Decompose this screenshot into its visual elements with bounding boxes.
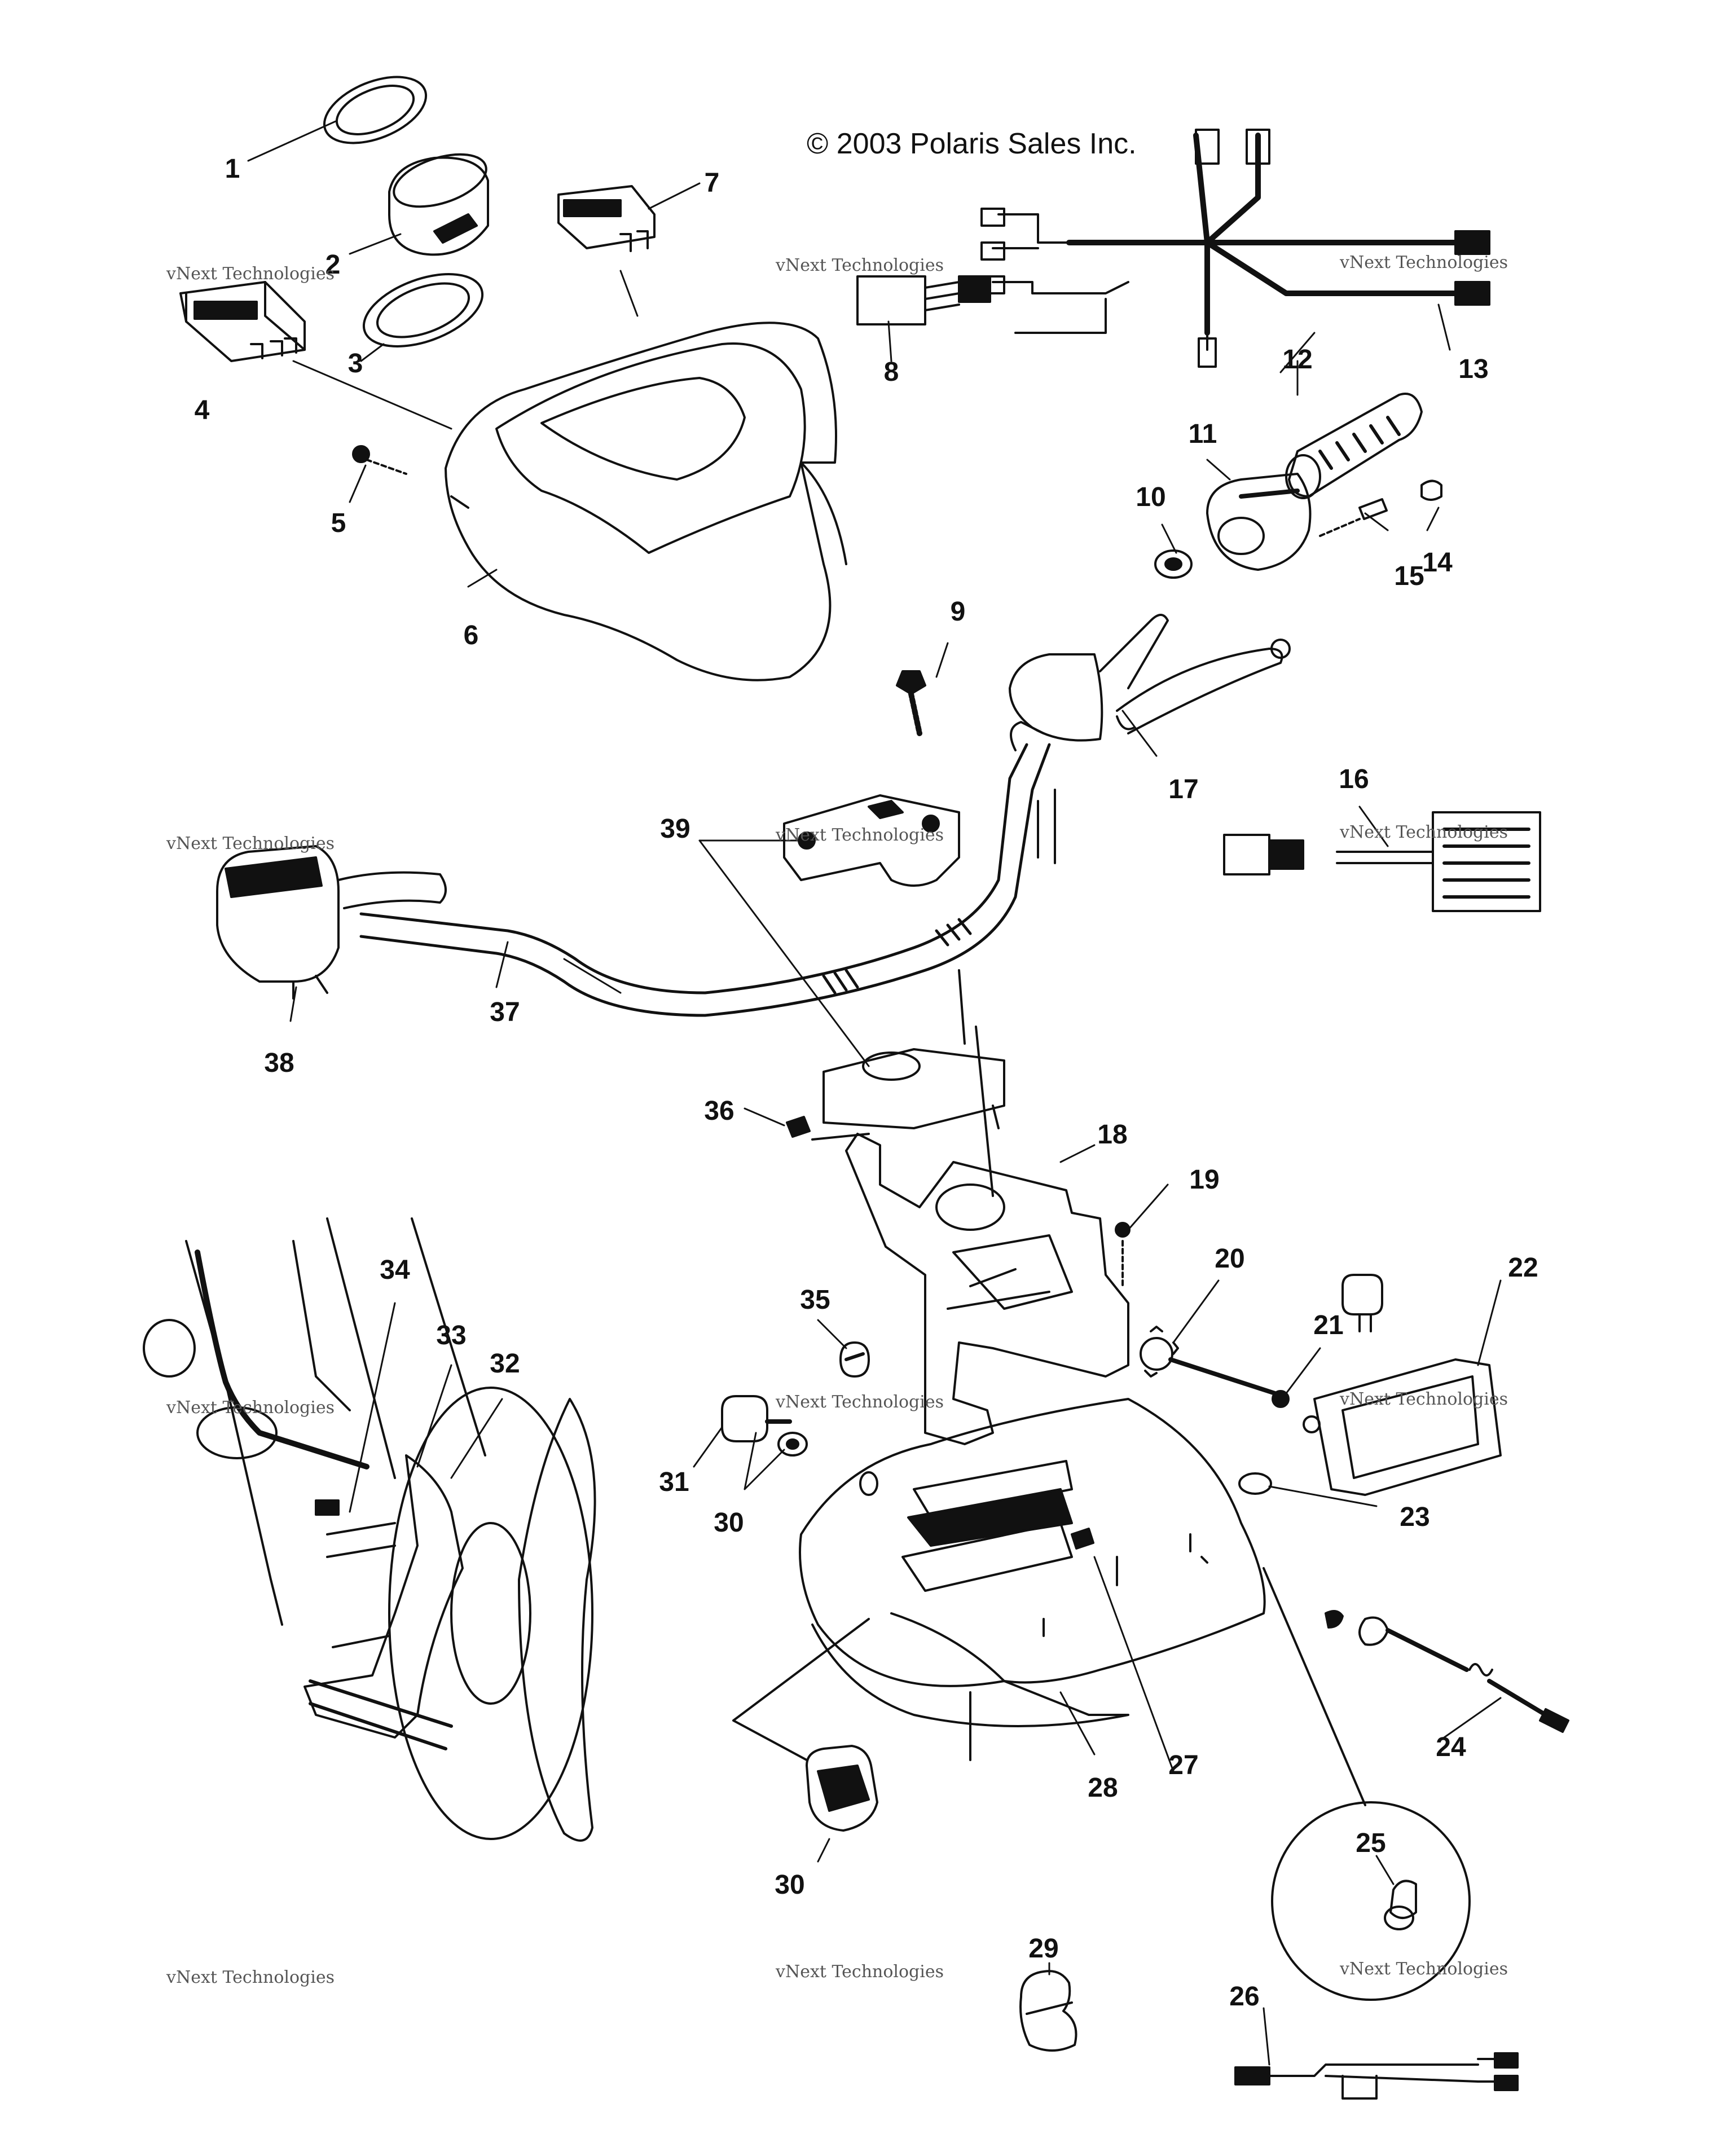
callout-6: 6: [463, 621, 479, 650]
part-adjuster-knob: [1140, 1326, 1277, 1396]
callout-13: 13: [1458, 354, 1489, 384]
part-switch-left: [179, 281, 306, 362]
callout-24: 24: [1436, 1732, 1466, 1762]
watermark: vNext Technologies: [166, 264, 335, 284]
watermark: vNext Technologies: [776, 256, 944, 275]
part-brake-lever: [1009, 614, 1291, 742]
callout-16: 16: [1339, 764, 1369, 794]
watermark: vNext Technologies: [1340, 253, 1508, 272]
callout-22: 22: [1508, 1253, 1538, 1283]
part-adjuster-screw: [1272, 1390, 1290, 1408]
callout-3: 3: [348, 349, 363, 379]
part-small-screw: [1319, 498, 1388, 537]
watermark: vNext Technologies: [776, 1962, 944, 1982]
part-handlebar: [359, 721, 1056, 1017]
callout-39: 39: [660, 814, 690, 844]
callout-20: 20: [1215, 1244, 1245, 1274]
watermark: vNext Technologies: [166, 834, 335, 853]
callout-32: 32: [490, 1349, 520, 1379]
part-switch-connector: [721, 1395, 792, 1442]
part-grip: [1285, 393, 1423, 499]
watermark: vNext Technologies: [1340, 822, 1508, 842]
part-inset-bulb: [1263, 1567, 1471, 2001]
part-headlight: [1303, 1358, 1502, 1496]
callout-8: 8: [883, 357, 899, 387]
callout-9: 9: [950, 597, 966, 627]
callout-36: 36: [704, 1096, 734, 1126]
callout-30-upper: 30: [714, 1508, 744, 1538]
part-cap: [1420, 479, 1442, 501]
part-speedo-cable: [1325, 1610, 1569, 1733]
callout-34: 34: [380, 1255, 410, 1285]
callout-14: 14: [1422, 548, 1453, 578]
part-key-switch: [732, 1618, 878, 1832]
watermark: vNext Technologies: [776, 825, 944, 845]
part-upper-clamp: [783, 794, 960, 887]
callout-23: 23: [1400, 1502, 1430, 1532]
callout-35: 35: [800, 1285, 830, 1315]
callout-12: 12: [1282, 345, 1313, 375]
part-brake-assembly: [143, 1217, 596, 1842]
callout-25: 25: [1356, 1828, 1386, 1858]
callout-7: 7: [704, 168, 720, 198]
part-switch-right: [557, 185, 656, 252]
watermark: vNext Technologies: [776, 1392, 944, 1412]
part-gauge: [388, 153, 489, 256]
part-headlight-bracket: [845, 1133, 1129, 1445]
part-bracket-screw: [1115, 1222, 1131, 1287]
callout-19: 19: [1189, 1165, 1220, 1195]
part-resistor: [1223, 811, 1541, 912]
part-pod-cover: [445, 322, 847, 681]
part-gasket: [1238, 1472, 1272, 1495]
callout-21: 21: [1313, 1310, 1344, 1340]
callout-10: 10: [1136, 482, 1166, 512]
part-regulator: [856, 275, 991, 325]
callout-37: 37: [490, 997, 520, 1027]
leader-lines: [247, 120, 1502, 2066]
part-hose-clamp: [1019, 1970, 1077, 2052]
callout-15: 15: [1394, 561, 1424, 591]
part-screw: [352, 445, 407, 475]
watermark: vNext Technologies: [166, 1398, 335, 1418]
callout-11: 11: [1188, 419, 1217, 449]
callout-29: 29: [1028, 1934, 1059, 1964]
callout-27: 27: [1168, 1750, 1199, 1780]
part-lower-clamp: [822, 969, 1005, 1197]
part-throttle-housing: [1206, 473, 1312, 571]
callout-38: 38: [264, 1048, 294, 1078]
callout-26: 26: [1229, 1982, 1260, 2012]
callout-28: 28: [1088, 1773, 1118, 1803]
part-grommet: [777, 1432, 808, 1457]
watermark: vNext Technologies: [1340, 1959, 1508, 1979]
callout-33: 33: [436, 1321, 467, 1350]
callout-4: 4: [194, 395, 210, 425]
part-wire-harness: [1234, 2052, 1519, 2100]
callout-31: 31: [659, 1467, 689, 1497]
callout-18: 18: [1097, 1120, 1128, 1150]
callout-30-bottom: 30: [775, 1870, 805, 1900]
watermark: vNext Technologies: [166, 1968, 335, 1987]
callout-5: 5: [331, 508, 346, 538]
part-wiring-harness: [980, 129, 1490, 368]
callout-17: 17: [1168, 775, 1199, 804]
part-washer: [1154, 549, 1193, 579]
copyright-notice: © 2003 Polaris Sales Inc.: [807, 127, 1137, 160]
part-panel-fastener: [1071, 1528, 1094, 1550]
callout-1: 1: [225, 154, 240, 184]
part-bolt: [896, 670, 926, 736]
part-front-panel: [799, 1398, 1266, 1761]
part-bulb: [1341, 1274, 1383, 1332]
watermark: vNext Technologies: [1340, 1389, 1508, 1409]
part-ring: [362, 273, 484, 347]
callout-2: 2: [325, 250, 341, 280]
part-clip: [839, 1341, 870, 1378]
part-master-cylinder: [216, 845, 447, 1000]
part-bezel-ring: [323, 76, 428, 144]
